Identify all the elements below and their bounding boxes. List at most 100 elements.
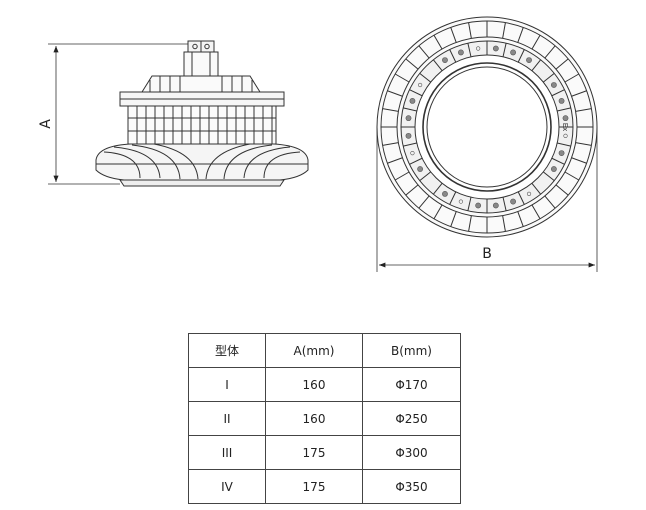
ring-cell-mark	[550, 82, 557, 88]
spec-table: 型体 A(mm) B(mm) I 160 Φ170 II 160 Φ250 II…	[188, 333, 461, 504]
ring-cell-divider	[517, 191, 525, 205]
ring-cell-mark	[492, 45, 499, 52]
ring-cell-divider	[403, 142, 417, 147]
a-cell: 160	[265, 401, 363, 436]
dimension-b-label: B	[482, 246, 492, 262]
ring-cell-divider	[449, 191, 457, 205]
rim-segment-line	[394, 171, 410, 181]
ring-cell-mark	[510, 198, 516, 205]
ring-cell-divider	[409, 157, 423, 165]
ring-cell-mark	[475, 202, 482, 209]
rim-segment-line	[544, 45, 556, 59]
rim-segment-line	[575, 108, 592, 112]
ring-cell-mark	[550, 166, 557, 172]
ring-cell-divider	[432, 59, 443, 72]
lens-base	[119, 179, 285, 187]
rim-segment-line	[571, 90, 587, 97]
ring-cell-divider	[551, 157, 565, 165]
rim-segment-line	[555, 184, 569, 196]
model-cell: IV	[188, 469, 266, 504]
ring-cell-divider	[542, 171, 555, 182]
ring-cell-mark	[405, 132, 412, 139]
ring-cell-mark	[526, 57, 532, 64]
table-header-row: 型体 A(mm) B(mm)	[188, 333, 461, 368]
rim-segment-line	[517, 211, 524, 227]
dimension-a	[48, 43, 188, 185]
ring-cell-divider	[551, 89, 565, 97]
rim-segment-line	[405, 184, 419, 196]
b-cell: Φ250	[362, 401, 461, 436]
column-header-a: A(mm)	[265, 333, 363, 368]
rim-segment-line	[555, 58, 569, 70]
ring-cell-divider	[531, 59, 542, 72]
upper-fins	[149, 76, 253, 92]
b-cell: Φ170	[362, 367, 461, 402]
column-header-model: 型体	[188, 333, 266, 368]
rim-segment-line	[575, 142, 592, 146]
rim-segment-line	[433, 34, 443, 50]
ring-cell-divider	[409, 89, 423, 97]
rim-segment-line	[450, 211, 457, 227]
rim-segment-line	[564, 171, 580, 181]
ring-cell-mark	[410, 150, 415, 156]
ex-marking: Ex	[561, 123, 569, 132]
marking-ring-cells	[401, 41, 573, 213]
lens-window	[422, 62, 552, 192]
table-row: I 160 Φ170	[188, 367, 461, 402]
ring-cell-divider	[449, 49, 457, 63]
rim-segment-line	[394, 73, 410, 83]
table-row: II 160 Φ250	[188, 401, 461, 436]
ring-cell-divider	[517, 49, 525, 63]
technical-drawing: A Ex B	[38, 16, 598, 272]
ring-cell-mark	[409, 98, 416, 104]
ring-cell-mark	[442, 190, 448, 197]
column-header-b: B(mm)	[362, 333, 461, 368]
ring-cell-divider	[557, 107, 571, 112]
heat-sink-fins	[128, 106, 276, 144]
top-view	[376, 16, 598, 238]
ring-cell-mark	[558, 150, 565, 156]
ring-cell-divider	[557, 142, 571, 147]
rim-segment-line	[468, 215, 472, 232]
housing-ribs	[96, 143, 308, 180]
model-cell: III	[188, 435, 266, 470]
lamp-housing	[95, 143, 309, 181]
ring-cell-divider	[419, 171, 432, 182]
a-cell: 175	[265, 435, 363, 470]
ring-cell-divider	[502, 197, 507, 211]
rim-segment-line	[468, 22, 472, 39]
b-cell: Φ350	[362, 469, 461, 504]
a-cell: 160	[265, 367, 363, 402]
a-cell: 175	[265, 469, 363, 504]
ring-cell-mark	[492, 202, 499, 209]
ring-cell-mark	[476, 46, 481, 51]
rim-segment-line	[418, 45, 430, 59]
rim-segment-line	[502, 215, 506, 232]
ring-cell-mark	[458, 49, 464, 56]
ring-cell-mark	[526, 191, 532, 196]
ring-cell-divider	[467, 197, 472, 211]
ring-cell-divider	[403, 107, 417, 112]
ring-cell-mark	[563, 133, 568, 138]
rim-segment-line	[544, 195, 556, 209]
rim-segment-line	[418, 195, 430, 209]
rim-segment-line	[382, 108, 399, 112]
rim-segment-line	[387, 157, 403, 164]
model-cell: II	[188, 401, 266, 436]
ring-cell-divider	[531, 182, 542, 195]
ring-cell-mark	[510, 49, 516, 56]
model-cell: I	[188, 367, 266, 402]
dimension-b	[376, 127, 598, 272]
b-cell: Φ300	[362, 435, 461, 470]
rim-segment-line	[382, 142, 399, 146]
side-view	[95, 40, 309, 187]
ring-cell-mark	[417, 166, 424, 172]
rim-segment-line	[387, 90, 403, 97]
rim-segment-line	[531, 34, 541, 50]
dimension-a-label: A	[38, 119, 54, 129]
ring-cell-mark	[458, 199, 464, 204]
table-row: III 175 Φ300	[188, 435, 461, 470]
ring-cell-mark	[562, 115, 569, 122]
ring-cell-mark	[442, 57, 448, 64]
rim-segment-line	[450, 27, 457, 43]
